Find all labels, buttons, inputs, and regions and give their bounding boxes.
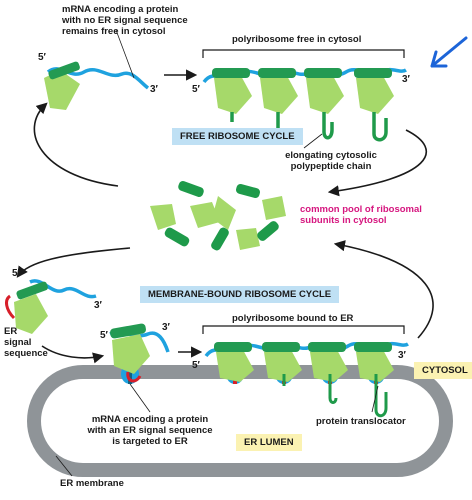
mrna-free-line3: remains free in cytosol [62, 26, 166, 37]
er-membrane-label: ER membrane [60, 478, 124, 489]
mrna-free-pointer [115, 29, 135, 79]
mrna-er-line3: is targeted to ER [112, 436, 188, 447]
pool-line1: common pool of ribosomal [300, 204, 422, 215]
translocator-label: protein translocator [316, 416, 406, 427]
mrna-er-label: mRNA encoding a protein with an ER signa… [80, 414, 220, 447]
five-prime-marker: 5′ [38, 52, 46, 63]
free-cycle-box: FREE RIBOSOME CYCLE [172, 128, 303, 145]
mrna-er-pointer [129, 383, 151, 413]
pool-label: common pool of ribosomal subunits in cyt… [300, 204, 422, 226]
er-signal-line1: ER [4, 326, 18, 337]
polyribosome-free-label: polyribosome free in cytosol [232, 34, 362, 45]
er-lumen-box: ER LUMEN [236, 434, 302, 451]
pool-line2: subunits in cytosol [300, 215, 387, 226]
membrane-ribosome-start [5, 279, 97, 334]
membrane-cycle-left-arrow [16, 247, 131, 278]
er-signal-line2: signal [4, 337, 32, 348]
elongating-line2: polypeptide chain [290, 161, 372, 172]
three-prime-marker: 3′ [398, 350, 406, 361]
free-polyribosome [202, 67, 407, 142]
five-prime-marker: 5′ [192, 84, 200, 95]
docking-ribosome [109, 323, 170, 383]
three-prime-marker: 3′ [94, 300, 102, 311]
subunit-pool [150, 180, 286, 251]
er-polyribosome [204, 341, 409, 418]
elongating-label: elongating cytosolic polypeptide chain [276, 150, 386, 172]
membrane-cycle-box: MEMBRANE-BOUND RIBOSOME CYCLE [140, 286, 340, 303]
free-cycle-left-arrow [33, 102, 119, 187]
free-cycle-right-arrow [327, 129, 427, 197]
mrna-free-line2: with no ER signal sequence [62, 15, 188, 26]
translocator-pointer [371, 385, 379, 413]
five-prime-marker: 5′ [192, 360, 200, 371]
three-prime-marker: 3′ [402, 74, 410, 85]
mrna-er-line1: mRNA encoding a protein [91, 414, 209, 425]
er-signal-label: ER signal sequence [4, 326, 48, 359]
five-prime-marker: 5′ [100, 330, 108, 341]
cytosol-box: CYTOSOL [414, 362, 472, 379]
polyribosome-er-label: polyribosome bound to ER [232, 313, 354, 324]
mrna-free-label: mRNA encoding a protein with no ER signa… [62, 4, 188, 37]
er-signal-line3: sequence [4, 348, 48, 359]
three-prime-marker: 3′ [150, 84, 158, 95]
mrna-free-line1: mRNA encoding a protein [62, 4, 179, 15]
five-prime-marker: 5′ [12, 268, 20, 279]
three-prime-marker: 3′ [162, 322, 170, 333]
elongating-pointer [303, 133, 323, 149]
elongating-line1: elongating cytosolic [285, 150, 377, 161]
bracket-free [202, 49, 405, 58]
membrane-cycle-right-arrow [333, 240, 434, 339]
bracket-er [202, 325, 405, 334]
free-ribosome-start [44, 61, 150, 110]
targeting-arrow [41, 345, 105, 364]
mrna-er-line2: with an ER signal sequence [87, 425, 213, 436]
er-membrane-pointer [55, 455, 73, 477]
annotation-arrow [430, 36, 468, 68]
